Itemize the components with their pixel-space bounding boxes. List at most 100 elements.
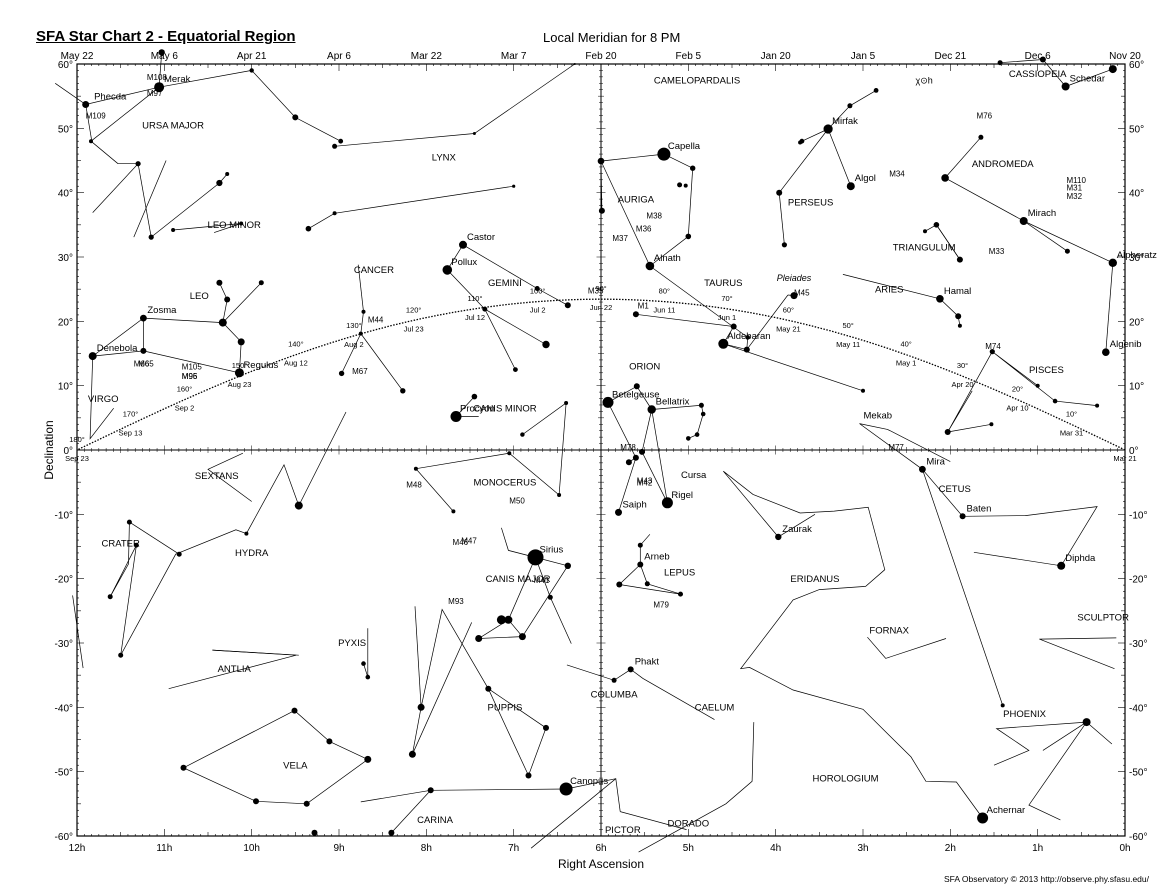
star: [933, 222, 940, 228]
date-label: Mar 22: [411, 51, 443, 62]
deep-sky-label: M35: [588, 287, 604, 296]
star-name-label: Denebola: [97, 343, 138, 354]
constellation-label: HYDRA: [235, 548, 269, 559]
star: [978, 134, 984, 140]
star: [542, 340, 550, 349]
star: [126, 519, 132, 525]
constellation-line: [222, 282, 262, 323]
deep-sky-label: M79: [653, 601, 669, 610]
deep-sky-label: M67: [352, 367, 368, 376]
constellation-line: [308, 185, 514, 230]
ecliptic-date-label: Sep 13: [119, 429, 143, 438]
constellation-line: [90, 86, 160, 142]
star-name-label: Alnath: [654, 253, 681, 264]
star-name-label: Sirius: [540, 544, 564, 555]
star: [661, 497, 673, 509]
constellation-label: LEPUS: [664, 567, 695, 578]
constellation-label: LEO MINOR: [208, 220, 261, 231]
star: [602, 396, 614, 408]
star: [496, 615, 506, 625]
constellation-line: [638, 722, 755, 853]
ra-tick-label: 5h: [683, 843, 694, 854]
constellation-line: [746, 294, 789, 350]
star: [632, 454, 639, 461]
stars: [82, 49, 1118, 836]
star: [338, 370, 345, 377]
chart-title: SFA Star Chart 2 - Equatorial Region: [36, 28, 296, 45]
constellation-label: LYNX: [432, 153, 457, 164]
star-name-label: Castor: [467, 232, 495, 243]
ecliptic-date-label: May 21: [776, 324, 801, 333]
constellation-label: PYXIS: [338, 638, 366, 649]
constellation-label: PERSEUS: [788, 198, 833, 209]
constellation-label: PISCES: [1029, 365, 1064, 376]
star: [148, 234, 154, 240]
constellation-line: [158, 52, 163, 88]
ecliptic-date-label: Jun 11: [653, 306, 675, 315]
constellation-line: [947, 423, 992, 433]
star: [534, 286, 540, 291]
star: [459, 240, 467, 249]
deep-sky-label: M32: [1066, 192, 1082, 201]
y-axis-label: Declination: [42, 420, 56, 479]
star: [557, 493, 562, 497]
star: [361, 661, 366, 666]
star: [1108, 65, 1117, 74]
constellation-line: [150, 182, 220, 238]
deep-sky-label: M76: [977, 112, 993, 121]
star-name-label: Algol: [855, 173, 876, 184]
ra-tick-label: 6h: [595, 843, 606, 854]
constellation-line: [992, 351, 1098, 406]
dec-tick-label: -30°: [55, 639, 73, 650]
constellation-line: [182, 710, 369, 805]
star: [956, 256, 963, 263]
star: [400, 388, 406, 394]
dec-tick-label: -20°: [55, 575, 73, 586]
star: [504, 615, 513, 624]
star: [482, 306, 488, 312]
star: [637, 561, 644, 568]
constellation-line: [90, 140, 119, 164]
star: [861, 388, 865, 393]
constellation-line: [341, 333, 362, 374]
dec-tick-label: -60°: [55, 832, 73, 843]
constellation-label: VELA: [283, 760, 308, 771]
star: [685, 233, 692, 240]
ra-tick-label: 8h: [421, 843, 432, 854]
ecliptic-degree-label: 170°: [123, 410, 139, 419]
ra-tick-label: 2h: [945, 843, 956, 854]
star: [944, 429, 951, 435]
star-name-label: Cursa: [681, 470, 707, 481]
star: [677, 182, 683, 188]
star: [361, 309, 366, 314]
constellation-line: [944, 137, 982, 179]
constellation-line: [501, 527, 536, 558]
ecliptic-date-label: Aug 2: [344, 340, 364, 349]
deep-sky-label: M45: [794, 289, 810, 298]
deep-sky-label: M41: [534, 576, 550, 585]
ra-tick-label: 0h: [1119, 843, 1130, 854]
star: [936, 295, 944, 303]
star-name-label: Zosma: [147, 305, 177, 316]
constellation-label: CARINA: [417, 815, 454, 826]
ecliptic-date-label: Jul 23: [404, 324, 424, 333]
constellation-label: CANIS MAJOR: [486, 574, 551, 585]
deep-sky-label: M96: [182, 372, 198, 381]
ecliptic: 180°170°160°150°140°130°120°110°100°90°8…: [65, 284, 1137, 463]
constellation-line: [827, 128, 852, 187]
ecliptic-degree-label: 60°: [783, 305, 794, 314]
star: [527, 549, 544, 566]
deep-sky-label: M109: [86, 112, 107, 121]
star: [543, 724, 549, 731]
star: [1095, 403, 1100, 408]
constellation-line: [936, 224, 961, 260]
star: [547, 594, 553, 600]
ecliptic-degree-label: 90°: [595, 284, 606, 293]
ecliptic-degree-label: 110°: [468, 294, 483, 303]
star: [512, 184, 516, 188]
star: [239, 221, 244, 226]
star-name-label: Mirfak: [832, 116, 858, 127]
star: [559, 782, 573, 796]
constellation-line: [360, 788, 567, 803]
constellation-line: [414, 606, 422, 708]
